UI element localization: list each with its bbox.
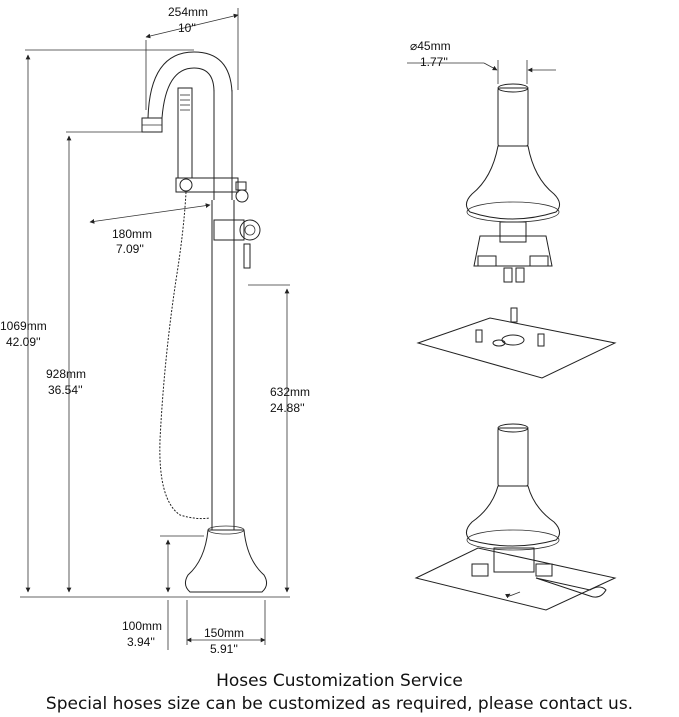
- base-unit-exploded: [466, 83, 560, 283]
- faucet-side-view: [20, 51, 290, 598]
- spout-reach-mm: 254mm: [168, 5, 208, 19]
- floor-mount-plate: [416, 307, 617, 379]
- outlet-dia-in: 1.77'': [420, 55, 448, 69]
- base-height-in: 3.94'': [127, 635, 155, 649]
- base-unit-installed: [414, 423, 617, 611]
- spout-height-mm: 928mm: [46, 367, 86, 381]
- handle-reach-in: 7.09'': [116, 242, 144, 256]
- spout-height-in: 36.54'': [48, 383, 83, 397]
- faucet-diagram: 254mm 10'' 180mm 7.09'' 1069mm 42.09'' 9…: [0, 5, 617, 656]
- total-height-in: 42.09'': [6, 335, 41, 349]
- base-height-mm: 100mm: [122, 619, 162, 633]
- caption-title: Hoses Customization Service: [216, 671, 463, 691]
- dimension-lines: [25, 8, 290, 650]
- handle-reach-mm: 180mm: [112, 227, 152, 241]
- base-width-mm: 150mm: [204, 626, 244, 640]
- outlet-dia-mm: ⌀45mm: [410, 39, 451, 53]
- outlet-dimension: [407, 60, 556, 84]
- spout-reach-in: 10'': [178, 21, 196, 35]
- caption-subtitle: Special hoses size can be customized as …: [45, 694, 634, 714]
- handle-height-mm: 632mm: [270, 385, 310, 399]
- total-height-mm: 1069mm: [0, 319, 47, 333]
- base-width-in: 5.91'': [210, 642, 238, 656]
- handle-height-in: 24.88'': [270, 401, 305, 415]
